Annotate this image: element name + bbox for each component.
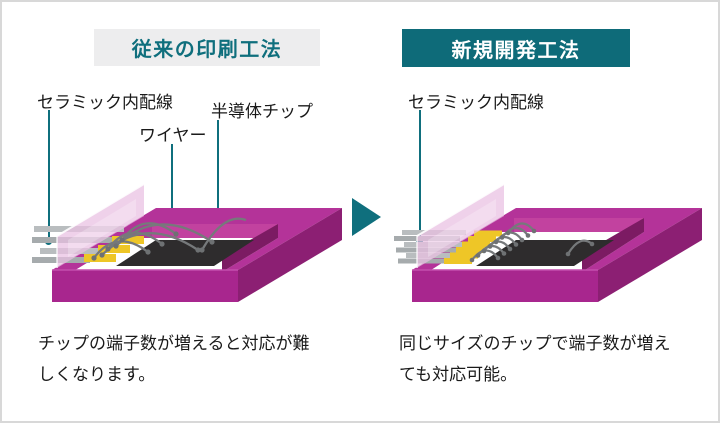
leader-line-ceramic-wiring-right xyxy=(419,110,421,239)
package-right-face xyxy=(238,208,342,302)
pad-row xyxy=(444,230,502,264)
label-wire-left: ワイヤー xyxy=(139,126,207,145)
package-illustration-conventional xyxy=(32,183,342,302)
caption-new: 同じサイズのチップで端子数が増え ても対応可能。 xyxy=(399,334,671,384)
cavity-back-wall xyxy=(514,218,644,232)
wire-balls xyxy=(469,228,595,263)
header-conventional-method: 従来の印刷工法 xyxy=(94,29,320,66)
cavity-right-wall xyxy=(222,224,278,272)
label-chip-left: 半導体チップ xyxy=(211,102,313,121)
bond-wires xyxy=(93,217,247,259)
package-front-face xyxy=(52,270,238,302)
label-ceramic-wiring-left: セラミック内配線 xyxy=(37,93,173,112)
package-front-face xyxy=(412,270,598,302)
translucent-wall xyxy=(56,183,145,268)
package-illustration-new xyxy=(394,183,702,302)
wire-balls xyxy=(91,231,215,261)
leader-line-wire-left xyxy=(171,144,173,215)
translucent-wall xyxy=(416,183,505,268)
bond-wires xyxy=(471,222,593,261)
cavity-right-wall xyxy=(582,218,644,272)
leader-line-chip-left xyxy=(217,120,219,237)
header-conventional-label: 従来の印刷工法 xyxy=(131,39,283,61)
leader-line-ceramic-wiring-left xyxy=(48,110,50,239)
label-ceramic-wiring-right: セラミック内配線 xyxy=(408,93,544,112)
semiconductor-chip xyxy=(476,240,614,266)
semiconductor-chip xyxy=(116,240,254,266)
package-right-face xyxy=(598,208,702,302)
pad-row xyxy=(84,236,144,262)
right-triangle-arrow-icon xyxy=(352,198,381,236)
header-new-label: 新規開発工法 xyxy=(451,39,581,62)
caption-conventional: チップの端子数が増えると対応が難 しくなります。 xyxy=(38,334,310,384)
header-new-method: 新規開発工法 xyxy=(402,29,630,67)
